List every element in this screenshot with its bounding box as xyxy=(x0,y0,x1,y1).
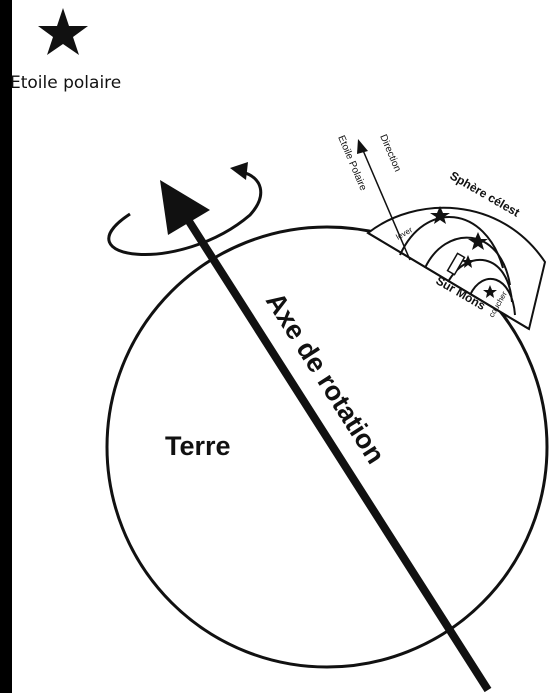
polaris-direction-label-1: Direction xyxy=(377,133,403,174)
polaris-direction-arrowhead xyxy=(357,139,368,154)
north-star-icon xyxy=(38,8,88,55)
north-star-label: Etoile polaire xyxy=(10,73,121,93)
rotation-curl-arrowhead xyxy=(230,162,248,180)
rotation-axis-arrowhead xyxy=(160,180,210,235)
earth-label: Terre xyxy=(165,431,231,461)
polaris-direction-label-2: Etoile Polaire xyxy=(335,134,368,193)
